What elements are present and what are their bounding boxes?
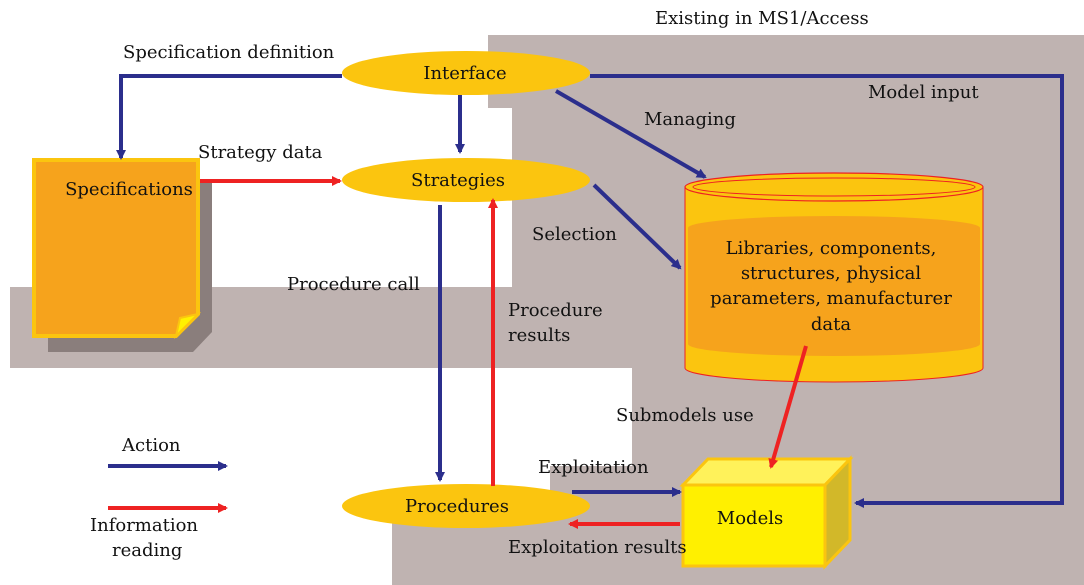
interface-label: Interface xyxy=(423,63,506,84)
selection-arrow xyxy=(592,183,682,270)
database-inner-band xyxy=(688,216,980,356)
selection-label: Selection xyxy=(532,224,617,245)
specifications-node[interactable]: Specifications xyxy=(32,158,212,352)
procedure-call-label: Procedure call xyxy=(287,274,420,295)
specification-definition-arrow xyxy=(116,74,342,160)
specifications-page-fold xyxy=(174,312,202,340)
existing-region-label: Existing in MS1/Access xyxy=(655,8,869,29)
database-node[interactable]: Libraries, components, structures, physi… xyxy=(684,172,984,383)
models-top-face xyxy=(679,457,854,487)
submodels-use-arrow xyxy=(768,345,808,469)
procedures-node[interactable]: Procedures xyxy=(342,484,590,528)
legend: Action Information reading xyxy=(90,435,198,561)
specifications-label: Specifications xyxy=(65,179,193,200)
model-input-label: Model input xyxy=(868,82,979,103)
action-arrows xyxy=(108,74,1064,508)
models-node[interactable]: Models xyxy=(679,455,854,570)
legend-action-label: Action xyxy=(121,435,181,456)
database-top-inner xyxy=(692,177,976,197)
procedure-results-label-line-2: results xyxy=(508,325,570,346)
specification-definition-label: Specification definition xyxy=(123,42,335,63)
procedure-results-label-line-1: Procedure xyxy=(508,300,603,321)
legend-information-label-line-2: reading xyxy=(112,540,182,561)
interface-ellipse xyxy=(342,51,590,95)
procedures-ellipse xyxy=(342,484,590,528)
models-label: Models xyxy=(717,508,783,529)
exploitation-label: Exploitation xyxy=(538,457,649,478)
strategies-label: Strategies xyxy=(411,170,505,191)
database-label-line-3: parameters, manufacturer xyxy=(710,288,952,309)
information-arrows xyxy=(108,176,808,529)
legend-information-label-line-1: Information xyxy=(90,515,198,536)
database-label-line-2: structures, physical xyxy=(741,263,922,284)
submodels-use-label: Submodels use xyxy=(616,405,754,426)
strategy-data-label: Strategy data xyxy=(198,142,323,163)
database-top xyxy=(684,172,984,202)
models-front-face xyxy=(681,483,827,568)
model-input-arrow xyxy=(590,74,1064,508)
database-label-line-4: data xyxy=(811,314,851,335)
managing-label: Managing xyxy=(644,109,736,130)
managing-arrow xyxy=(555,89,707,179)
strategies-node[interactable]: Strategies xyxy=(342,158,590,202)
procedures-label: Procedures xyxy=(405,496,509,517)
database-label-line-1: Libraries, components, xyxy=(726,238,937,259)
strategies-ellipse xyxy=(342,158,590,202)
exploitation-results-label: Exploitation results xyxy=(508,537,687,558)
interface-node[interactable]: Interface xyxy=(342,51,590,95)
